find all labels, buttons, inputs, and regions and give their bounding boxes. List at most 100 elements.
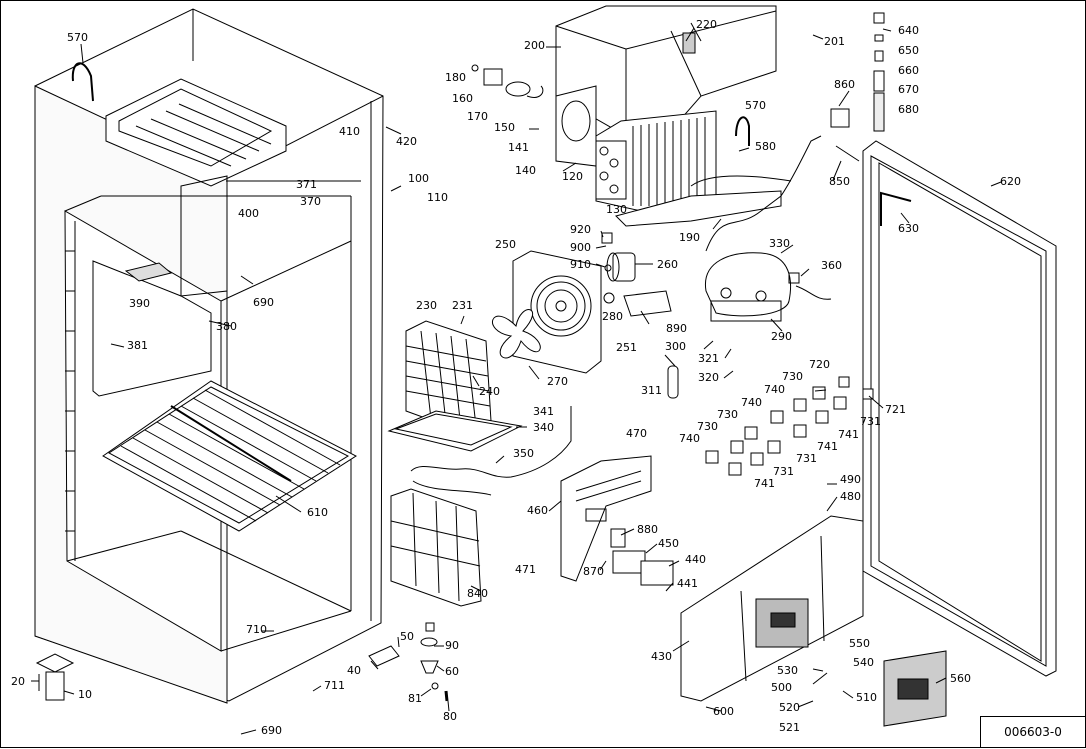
label-620: 620 — [1000, 175, 1021, 188]
hinge-bracket-40 — [368, 645, 400, 667]
fan-motor — [606, 252, 636, 282]
evaporator-plate — [92, 260, 212, 397]
label-280: 280 — [602, 310, 623, 323]
label-670: 670 — [898, 83, 919, 96]
label-390: 390 — [129, 297, 150, 310]
label-320: 320 — [698, 371, 719, 384]
label-100: 100 — [408, 172, 429, 185]
crate — [390, 488, 482, 607]
label-90: 90 — [445, 639, 459, 652]
label-740-b: 740 — [741, 396, 762, 409]
label-440: 440 — [685, 553, 706, 566]
label-450: 450 — [658, 537, 679, 550]
label-10: 10 — [78, 688, 92, 701]
label-731-a: 731 — [860, 415, 881, 428]
label-380: 380 — [216, 320, 237, 333]
label-490: 490 — [840, 473, 861, 486]
label-441: 441 — [677, 577, 698, 590]
top-housing-unit — [555, 5, 777, 137]
label-341: 341 — [533, 405, 554, 418]
leader-lines — [31, 27, 1002, 735]
label-640: 640 — [898, 24, 919, 37]
label-870: 870 — [583, 565, 604, 578]
compressor — [705, 252, 832, 322]
label-321: 321 — [698, 352, 719, 365]
label-170: 170 — [467, 110, 488, 123]
label-250: 250 — [495, 238, 516, 251]
label-660: 660 — [898, 64, 919, 77]
label-510: 510 — [856, 691, 877, 704]
bracket-890 — [623, 290, 672, 317]
relay-clips — [705, 376, 874, 476]
label-140: 140 — [515, 164, 536, 177]
door-hinge-parts — [873, 12, 885, 132]
label-741-c: 741 — [754, 477, 775, 490]
label-860: 860 — [834, 78, 855, 91]
label-311: 311 — [641, 384, 662, 397]
label-220: 220 — [696, 18, 717, 31]
label-880: 880 — [637, 523, 658, 536]
label-731-b: 731 — [796, 452, 817, 465]
basket — [405, 320, 492, 432]
label-710: 710 — [246, 623, 267, 636]
label-730-a: 730 — [782, 370, 803, 383]
label-480: 480 — [840, 490, 861, 503]
valve-850 — [835, 145, 860, 162]
fan-blade — [492, 309, 541, 359]
label-900: 900 — [570, 241, 591, 254]
label-180: 180 — [445, 71, 466, 84]
label-330: 330 — [769, 237, 790, 250]
label-360: 360 — [821, 259, 842, 272]
control-backplate — [560, 455, 652, 582]
label-920: 920 — [570, 223, 591, 236]
label-520: 520 — [779, 701, 800, 714]
label-720: 720 — [809, 358, 830, 371]
label-530: 530 — [777, 664, 798, 677]
label-190: 190 — [679, 231, 700, 244]
label-521: 521 — [779, 721, 800, 734]
label-741-a: 741 — [838, 428, 859, 441]
freezer-compartment — [105, 78, 361, 297]
label-370: 370 — [300, 195, 321, 208]
label-130: 130 — [606, 203, 627, 216]
label-570-handle: 570 — [67, 31, 88, 44]
label-300: 300 — [665, 340, 686, 353]
label-231: 231 — [452, 299, 473, 312]
label-570-lower: 570 — [745, 99, 766, 112]
drip-tray — [387, 410, 523, 452]
label-471: 471 — [515, 563, 536, 576]
label-910: 910 — [570, 258, 591, 271]
label-120: 120 — [562, 170, 583, 183]
document-number: 006603-0 — [980, 716, 1085, 747]
label-540: 540 — [853, 656, 874, 669]
label-610: 610 — [307, 506, 328, 519]
hinge-pin-60 — [420, 637, 439, 674]
label-50: 50 — [400, 630, 414, 643]
foot-assembly — [35, 653, 75, 701]
label-81: 81 — [408, 692, 422, 705]
label-150: 150 — [494, 121, 515, 134]
label-270: 270 — [547, 375, 568, 388]
label-80: 80 — [443, 710, 457, 723]
valve-860 — [830, 108, 850, 128]
label-580: 580 — [755, 140, 776, 153]
label-690-upper: 690 — [253, 296, 274, 309]
label-350: 350 — [513, 447, 534, 460]
label-730-c: 730 — [697, 420, 718, 433]
label-730-b: 730 — [717, 408, 738, 421]
label-550: 550 — [849, 637, 870, 650]
clip-920 — [601, 232, 613, 244]
label-60: 60 — [445, 665, 459, 678]
label-741-b: 741 — [817, 440, 838, 453]
label-371: 371 — [296, 178, 317, 191]
wire-shelf — [102, 380, 357, 532]
label-400: 400 — [238, 207, 259, 220]
label-430: 430 — [651, 650, 672, 663]
label-721: 721 — [885, 403, 906, 416]
label-plate — [883, 650, 947, 727]
label-20: 20 — [11, 675, 25, 688]
label-200: 200 — [524, 39, 545, 52]
heater-coil — [410, 406, 572, 478]
